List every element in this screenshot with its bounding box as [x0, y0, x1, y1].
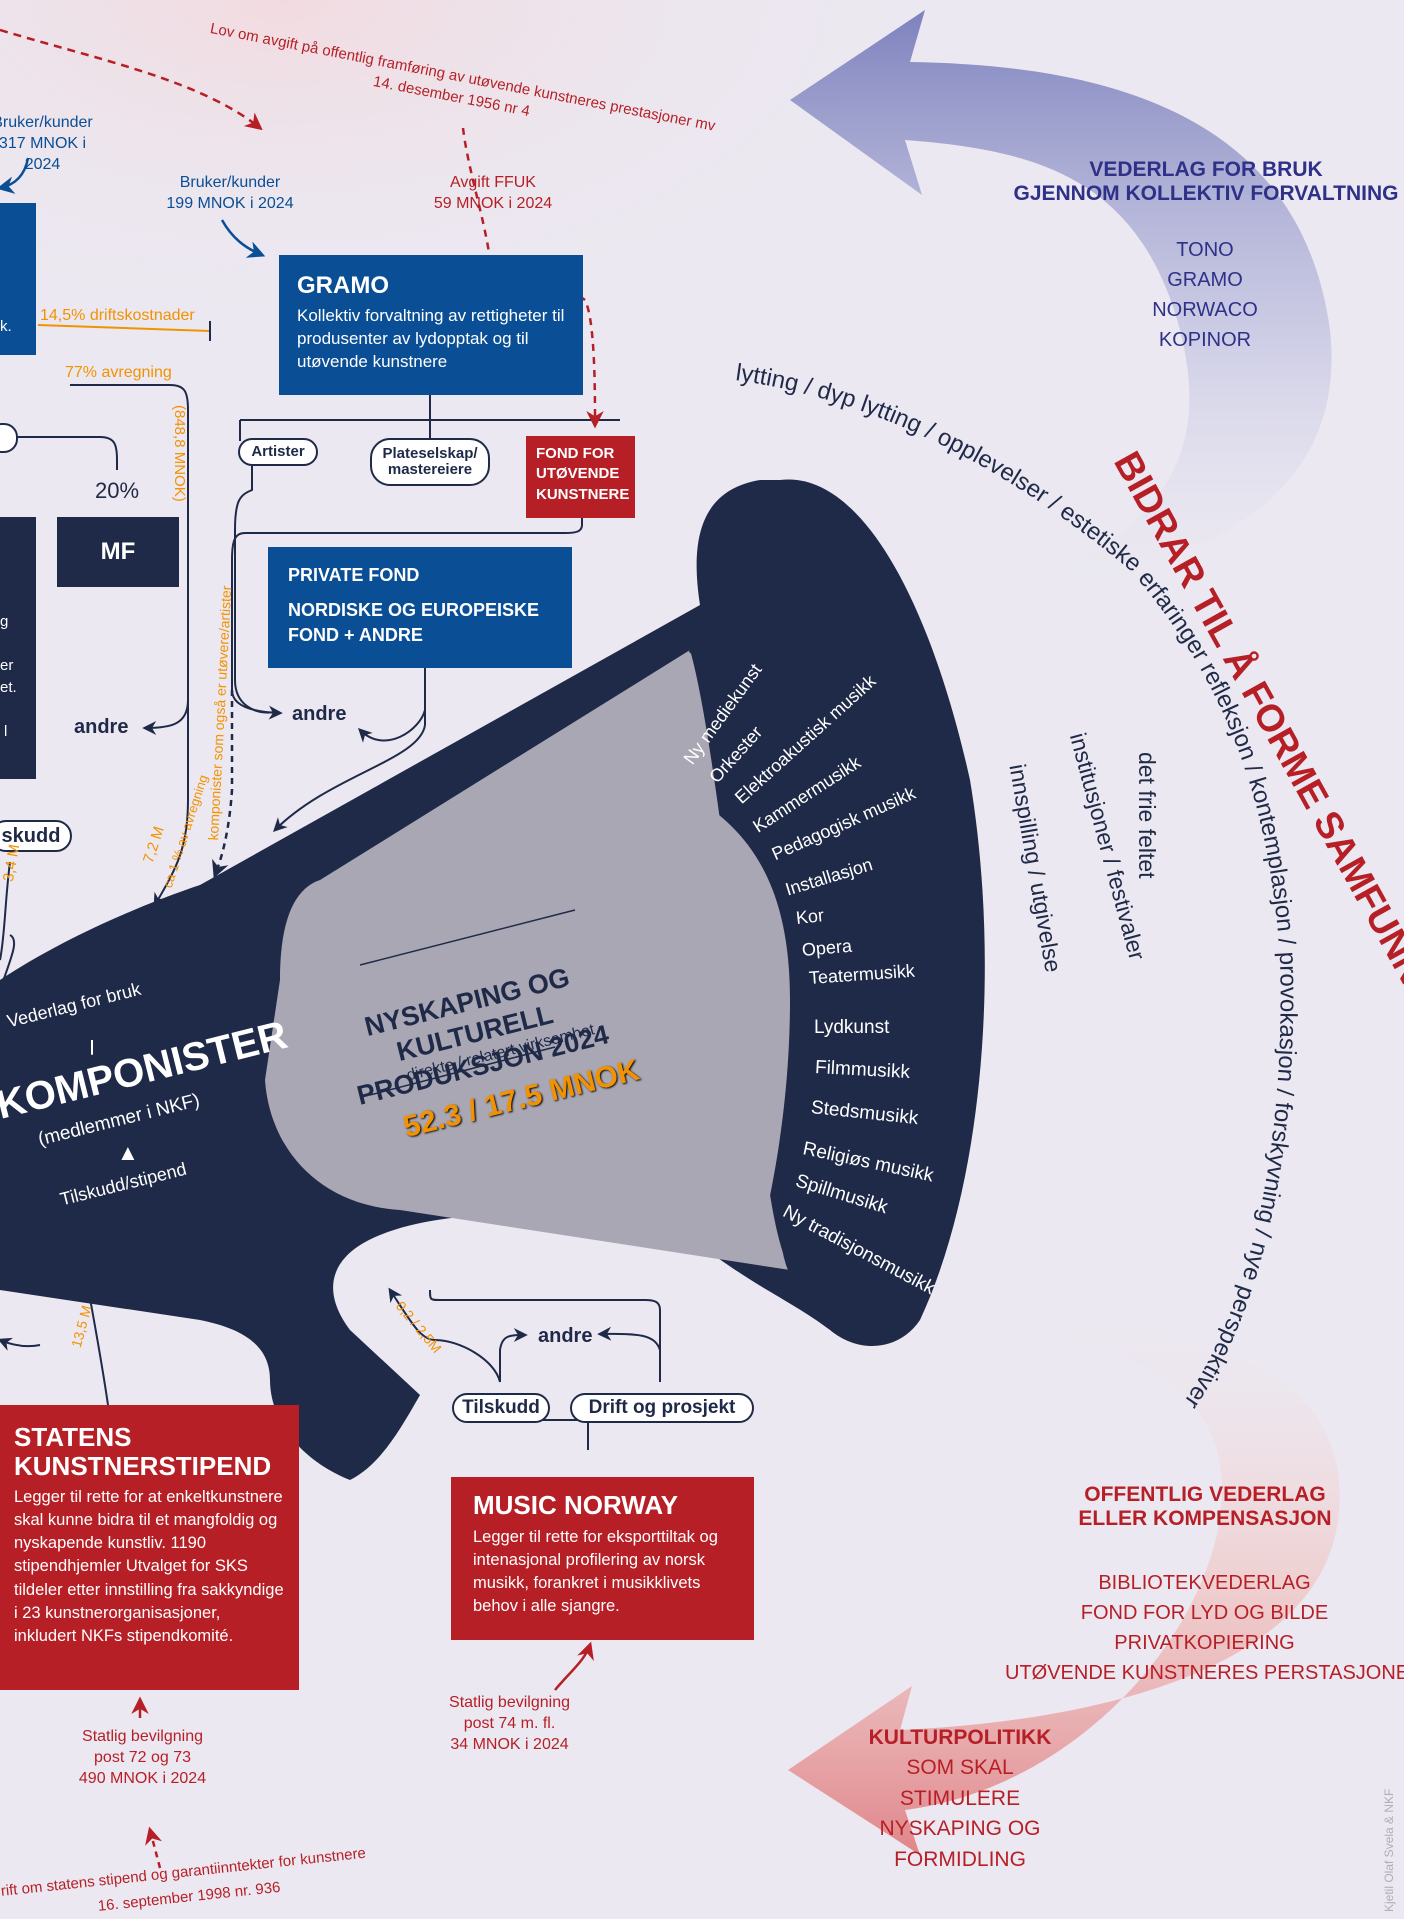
- plate-pill: Plateselskap/ mastereiere: [370, 438, 490, 486]
- genre-item: Lydkunst: [814, 1017, 890, 1038]
- music-norway-box: MUSIC NORWAY Legger til rette for ekspor…: [451, 1477, 754, 1640]
- left-frag-2: er: [0, 657, 14, 674]
- field-frie: det frie feltet: [1134, 752, 1160, 879]
- gramo-caption-line2: 199 MNOK i 2024: [166, 194, 294, 212]
- andre-left: andre: [74, 716, 129, 738]
- kulturpolitikk-l2: SOM SKAL: [906, 1756, 1014, 1780]
- sks-title: STATENS KUNSTNERSTIPEND: [14, 1422, 272, 1481]
- cost-label: 14,5% driftskostnader: [40, 307, 195, 324]
- offentlig-item: UTØVENDE KUNSTNERES PERSTASJONER: [1005, 1662, 1404, 1684]
- gramo-body: Kollektiv forvaltning av rettigheter til…: [297, 306, 565, 372]
- arc-text: lytting / dyp lytting / opplevelser / es…: [734, 359, 1301, 1414]
- ffuk-caption: Avgift FFUK 59 MNOK i 2024: [418, 173, 568, 215]
- left-box-fragment: k.: [0, 318, 12, 335]
- kulturpolitikk-l3: STIMULERE: [899, 1786, 1021, 1810]
- private-fond-line2: NORDISKE OG EUROPEISKE FOND + ANDRE: [288, 600, 540, 646]
- left-frag-1: g: [0, 613, 9, 630]
- sks-funding-line1: Statlig bevilgning: [82, 1728, 203, 1745]
- up-arrow-icon: ▲: [117, 1140, 139, 1165]
- kulturpolitikk-l1: KULTURPOLITIKK: [868, 1726, 1052, 1749]
- tilskudd-pill: Tilskudd: [452, 1393, 550, 1423]
- offentlig-title1: OFFENTLIG VEDERLAG: [1084, 1483, 1326, 1506]
- vederlag-kollektiv-title1: VEDERLAG FOR BRUK: [1089, 158, 1323, 181]
- kollektiv-item: NORWACO: [1152, 299, 1258, 321]
- left-top-caption: Bruker/kunder 317 MNOK i 2024: [0, 113, 105, 175]
- tilskudd-fragment: skudd: [0, 820, 72, 852]
- private-fond-box: PRIVATE FOND NORDISKE OG EUROPEISKE FOND…: [268, 547, 572, 668]
- mn-funding-line1: Statlig bevilgning: [449, 1694, 570, 1711]
- music-norway-funding: Statlig bevilgning post 74 m. fl. 34 MNO…: [432, 1693, 587, 1755]
- kulturpolitikk-l5: FORMIDLING: [894, 1847, 1026, 1871]
- offentlig-title2: ELLER KOMPENSASJON: [1078, 1507, 1332, 1530]
- sks-funding: Statlig bevilgning post 72 og 73 490 MNO…: [60, 1727, 225, 1789]
- sks-funding-line3: 490 MNOK i 2024: [78, 1769, 207, 1787]
- offentlig-list: BIBLIOTEKVEDERLAG FOND FOR LYD OG BILDE …: [1005, 1568, 1404, 1688]
- percent-label: 20%: [95, 478, 140, 503]
- sks-body: Legger til rette for at enkeltkunstnere …: [14, 1488, 284, 1645]
- vederlag-kollektiv: VEDERLAG FOR BRUK GJENNOM KOLLEKTIV FORV…: [996, 158, 1404, 206]
- credit: Kjetil Olaf Svela & NKF: [1382, 1788, 1396, 1912]
- left-top-caption-line2: 317 MNOK i 2024: [0, 134, 87, 173]
- sks-box: STATENS KUNSTNERSTIPEND Legger til rette…: [0, 1405, 299, 1690]
- vederlag-kollektiv-title2: GJENNOM KOLLEKTIV FORVALTNING: [1013, 182, 1399, 205]
- offentlig-item: FOND FOR LYD OG BILDE: [1080, 1602, 1329, 1624]
- kollektiv-item: GRAMO: [1167, 269, 1243, 291]
- offentlig-item: PRIVATKOPIERING: [1114, 1632, 1295, 1654]
- gramo-box: GRAMO Kollektiv forvaltning av rettighet…: [279, 255, 583, 395]
- left-frag-4: l: [4, 723, 8, 740]
- mn-funding-line3: 34 MNOK i 2024: [450, 1735, 569, 1753]
- ffuk-caption-line2: 59 MNOK i 2024: [433, 194, 553, 212]
- gramo-caption: Bruker/kunder 199 MNOK i 2024: [155, 173, 305, 215]
- arc-text-path: lytting / dyp lytting / opplevelser / es…: [734, 359, 1301, 1414]
- andre-middle: andre: [292, 703, 347, 725]
- mf-label: MF: [100, 538, 136, 565]
- mn-funding-line2: post 74 m. fl.: [463, 1714, 556, 1732]
- music-norway-body: Legger til rette for eksporttiltak og in…: [473, 1527, 718, 1615]
- private-fond-line1: PRIVATE FOND: [288, 565, 420, 585]
- fond-utovende-box: FOND FOR UTØVENDE KUNSTNERE: [526, 436, 635, 518]
- left-top-caption-line1: Bruker/kunder: [0, 114, 93, 131]
- artister-pill: Artister: [238, 438, 318, 466]
- kulturpolitikk-l4: NYSKAPING OG: [879, 1817, 1041, 1841]
- kulturpolitikk: KULTURPOLITIKK SOM SKAL STIMULERE NYSKAP…: [860, 1723, 1060, 1875]
- gramo-caption-line1: Bruker/kunder: [179, 174, 281, 191]
- ffuk-caption-line1: Avgift FFUK: [450, 174, 536, 191]
- left-blue-box: k.: [0, 203, 36, 355]
- settlement-label: 77% avregning: [65, 364, 172, 381]
- vederlag-kollektiv-list: TONO GRAMO NORWACO KOPINOR: [1105, 235, 1305, 355]
- left-frag-3: et.: [0, 679, 17, 696]
- offentlig-vederlag: OFFENTLIG VEDERLAG ELLER KOMPENSASJON: [1035, 1483, 1375, 1531]
- music-norway-title: MUSIC NORWAY: [473, 1490, 679, 1520]
- andre-music-norway: andre: [538, 1325, 593, 1347]
- mf-box: MF: [57, 517, 179, 587]
- kollektiv-item: KOPINOR: [1158, 329, 1252, 351]
- left-navy-box: g er et. l: [0, 517, 36, 779]
- gramo-title: GRAMO: [297, 272, 389, 299]
- offentlig-item: BIBLIOTEKVEDERLAG: [1098, 1572, 1311, 1594]
- sks-funding-line2: post 72 og 73: [94, 1748, 191, 1766]
- kollektiv-item: TONO: [1176, 239, 1234, 261]
- drift-pill: Drift og prosjekt: [570, 1393, 754, 1423]
- left-pill-fragment: [0, 423, 18, 453]
